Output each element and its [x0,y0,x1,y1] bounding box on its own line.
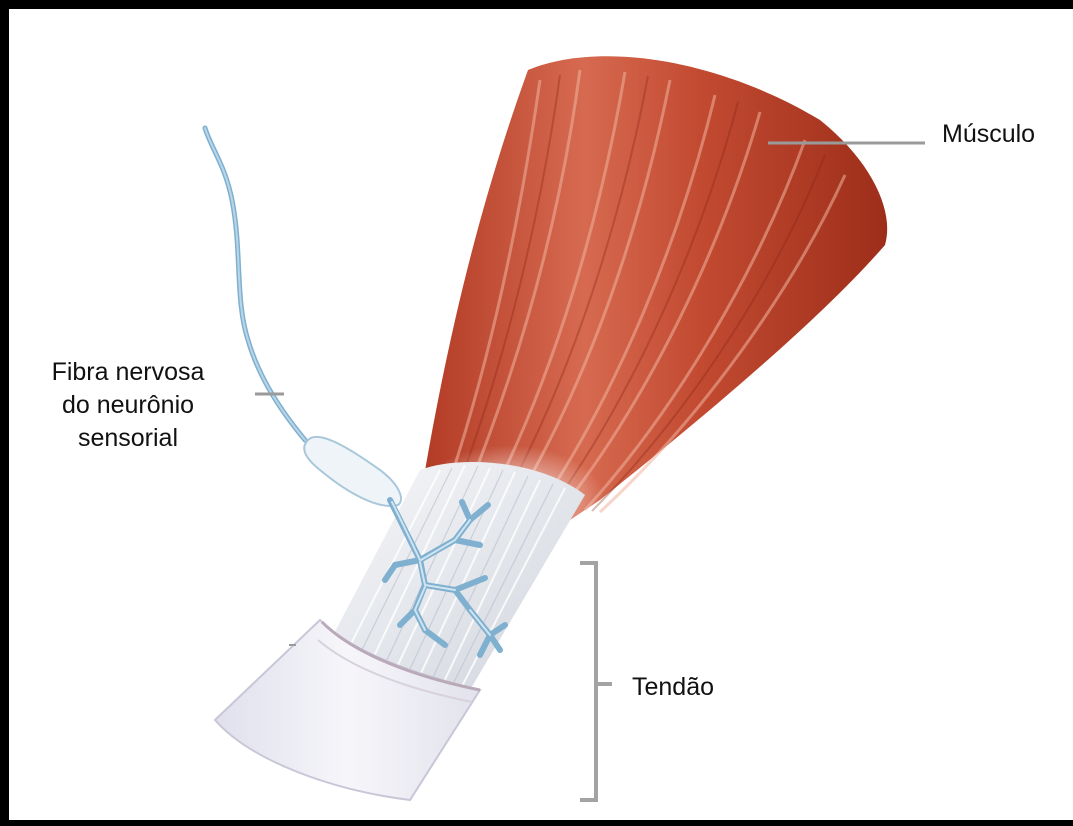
nerve-fiber-label: Fibra nervosa do neurônio sensorial [30,356,226,455]
nerve-capsule [304,437,401,506]
tendon-bracket [580,563,612,800]
muscle-label: Músculo [942,118,1035,151]
tendon-label: Tendão [632,671,714,704]
nerve-fiber-label-line-3: sensorial [30,422,226,455]
nerve-fiber-label-line-2: do neurônio [30,389,226,422]
nerve-fiber-label-line-1: Fibra nervosa [30,356,226,389]
